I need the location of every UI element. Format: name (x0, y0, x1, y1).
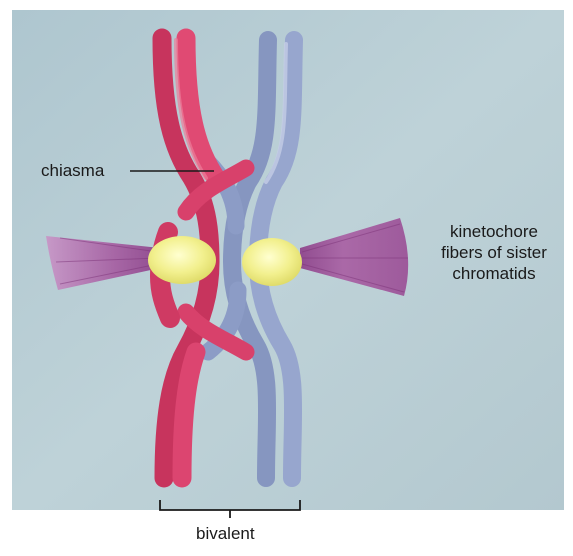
chiasma-label: chiasma (41, 160, 104, 181)
bivalent-label: bivalent (196, 523, 255, 544)
kinetochore-label-line-3: chromatids (424, 263, 564, 284)
kinetochore-label-line-2: fibers of sister (424, 242, 564, 263)
kinetochore-fibers-label: kinetochore fibers of sister chromatids (424, 221, 564, 284)
kinetochore-label-line-1: kinetochore (424, 221, 564, 242)
